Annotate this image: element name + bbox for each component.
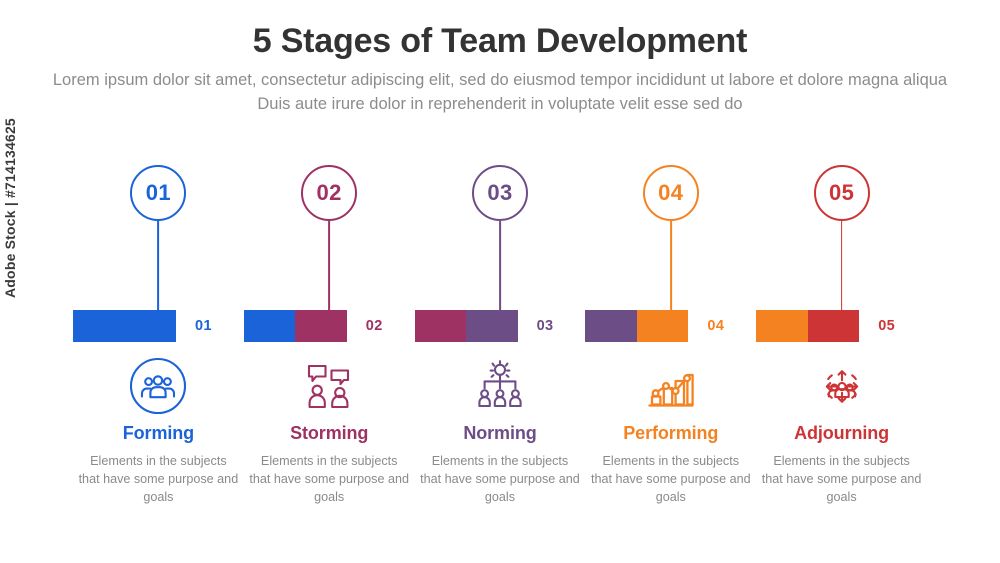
stage-content-02[interactable]: Storming Elements in the subjects that h… <box>244 355 415 506</box>
stage-marker-05[interactable]: 05 <box>756 155 927 310</box>
stage-marker-02[interactable]: 02 <box>244 155 415 310</box>
stage-title: Storming <box>290 423 369 443</box>
stage-marker-number: 02 <box>316 180 342 205</box>
stage-marker-circle[interactable]: 04 <box>642 165 699 221</box>
stage-marker-circle[interactable]: 05 <box>813 165 870 221</box>
stage-content-03[interactable]: Norming Elements in the subjects that ha… <box>415 355 586 506</box>
stage-description: Elements in the subjects that have some … <box>78 453 239 505</box>
stage-marker-circle[interactable]: 03 <box>471 165 528 221</box>
stage-description: Elements in the subjects that have some … <box>761 453 922 505</box>
stage-bar-half-left <box>585 310 637 342</box>
stage-bar-label: 03 <box>536 318 554 334</box>
stage-bar-label: 01 <box>195 318 212 334</box>
stage-description: Elements in the subjects that have some … <box>420 453 580 505</box>
stage-content-row: Forming Elements in the subjects that ha… <box>73 355 927 506</box>
stage-marker-03[interactable]: 03 <box>415 155 586 310</box>
stage-bar-label: 04 <box>707 318 725 334</box>
stage-content-04[interactable]: Performing Elements in the subjects that… <box>585 355 756 506</box>
stage-bar-cell-01[interactable]: 01 <box>73 310 244 342</box>
stage-bar-cell-03[interactable]: 03 <box>414 310 586 342</box>
page-subtitle: Lorem ipsum dolor sit amet, consectetur … <box>52 71 948 114</box>
stage-bar-row: 01 02 03 04 <box>73 310 927 342</box>
stage-marker-circle[interactable]: 02 <box>301 165 358 221</box>
stage-marker-circle[interactable]: 01 <box>130 165 187 221</box>
stage-marker-number: 01 <box>145 180 172 205</box>
stage-marker-row: 01 02 03 04 05 <box>73 155 927 310</box>
stage-bar-chip <box>756 310 860 342</box>
stage-bar-chip <box>414 310 518 342</box>
group-dispersing-arrows-icon <box>811 355 873 417</box>
stage-bar-half-left <box>243 310 296 342</box>
stage-bar-chip <box>585 310 689 342</box>
stage-bar-label: 02 <box>365 318 383 334</box>
stage-bar-half-left <box>73 310 125 342</box>
stage-bar-half-right <box>636 310 689 342</box>
stage-marker-number: 05 <box>828 180 855 205</box>
group-of-people-icon <box>127 355 189 417</box>
stage-bar-half-right <box>807 310 860 342</box>
stage-bar-half-right <box>466 310 518 342</box>
stage-marker-stem <box>669 221 672 310</box>
stage-marker-stem <box>840 221 843 310</box>
stage-bar-chip <box>73 310 176 342</box>
stage-bar-half-left <box>756 310 808 342</box>
stage-bar-cell-05[interactable]: 05 <box>756 310 927 342</box>
stage-title: Adjourning <box>794 423 890 443</box>
stage-bar-cell-02[interactable]: 02 <box>243 310 415 342</box>
stage-marker-stem <box>157 221 160 310</box>
stage-marker-stem <box>499 221 501 310</box>
stage-bar-half-right <box>124 310 176 342</box>
stage-marker-01[interactable]: 01 <box>73 155 244 310</box>
org-chart-idea-icon <box>469 355 531 417</box>
stage-content-01[interactable]: Forming Elements in the subjects that ha… <box>73 355 244 506</box>
stage-bar-half-right <box>295 310 347 342</box>
stage-marker-04[interactable]: 04 <box>585 155 756 310</box>
page-title: 5 Stages of Team Development <box>252 22 748 60</box>
stage-marker-number: 03 <box>487 180 513 205</box>
stage-description: Elements in the subjects that have some … <box>249 453 409 505</box>
stage-bar-cell-04[interactable]: 04 <box>585 310 756 342</box>
stage-bar-chip <box>243 310 347 342</box>
stage-title: Performing <box>623 423 719 443</box>
stage-bar-half-left <box>414 310 467 342</box>
stage-title: Forming <box>122 423 195 443</box>
two-people-talking-icon <box>298 355 360 417</box>
growth-bar-chart-icon <box>640 355 702 417</box>
stage-description: Elements in the subjects that have some … <box>590 453 751 505</box>
page-header: 5 Stages of Team Development Lorem ipsum… <box>0 22 1000 117</box>
stage-bar-label: 05 <box>878 318 896 334</box>
stages-infographic: 01 02 03 04 05 <box>73 155 927 535</box>
stage-marker-stem <box>328 221 331 310</box>
stage-marker-number: 04 <box>658 180 684 205</box>
stage-content-05[interactable]: Adjourning Elements in the subjects that… <box>756 355 927 506</box>
stage-title: Norming <box>463 423 537 443</box>
